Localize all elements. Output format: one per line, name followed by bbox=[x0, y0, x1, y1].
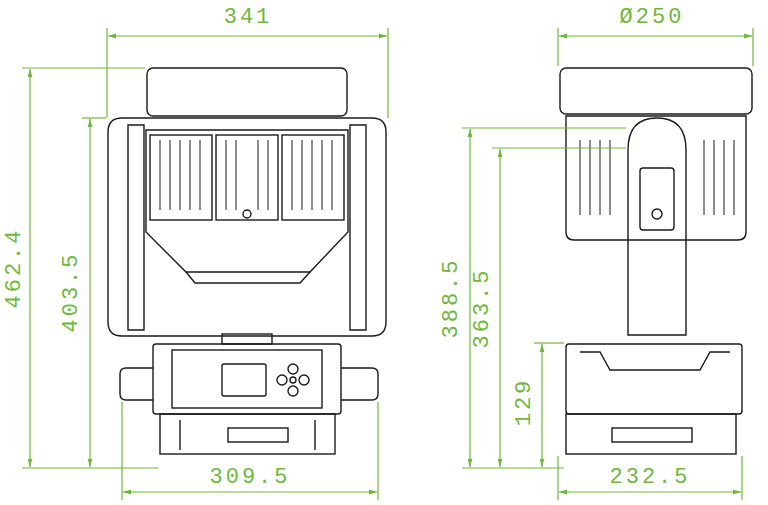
dimension-label: 403.5 bbox=[61, 250, 83, 333]
dimension-label: 462.4 bbox=[3, 226, 25, 309]
dimension-label: 388.5 bbox=[441, 256, 463, 339]
dimension-label: 232.5 bbox=[608, 467, 691, 489]
dimension-label: Ø250 bbox=[619, 7, 686, 29]
dimension-label: 129 bbox=[514, 377, 536, 428]
dimension-label: 341 bbox=[223, 7, 274, 29]
dimension-label: 363.5 bbox=[472, 266, 494, 349]
dimension-label: 309.5 bbox=[208, 467, 291, 489]
